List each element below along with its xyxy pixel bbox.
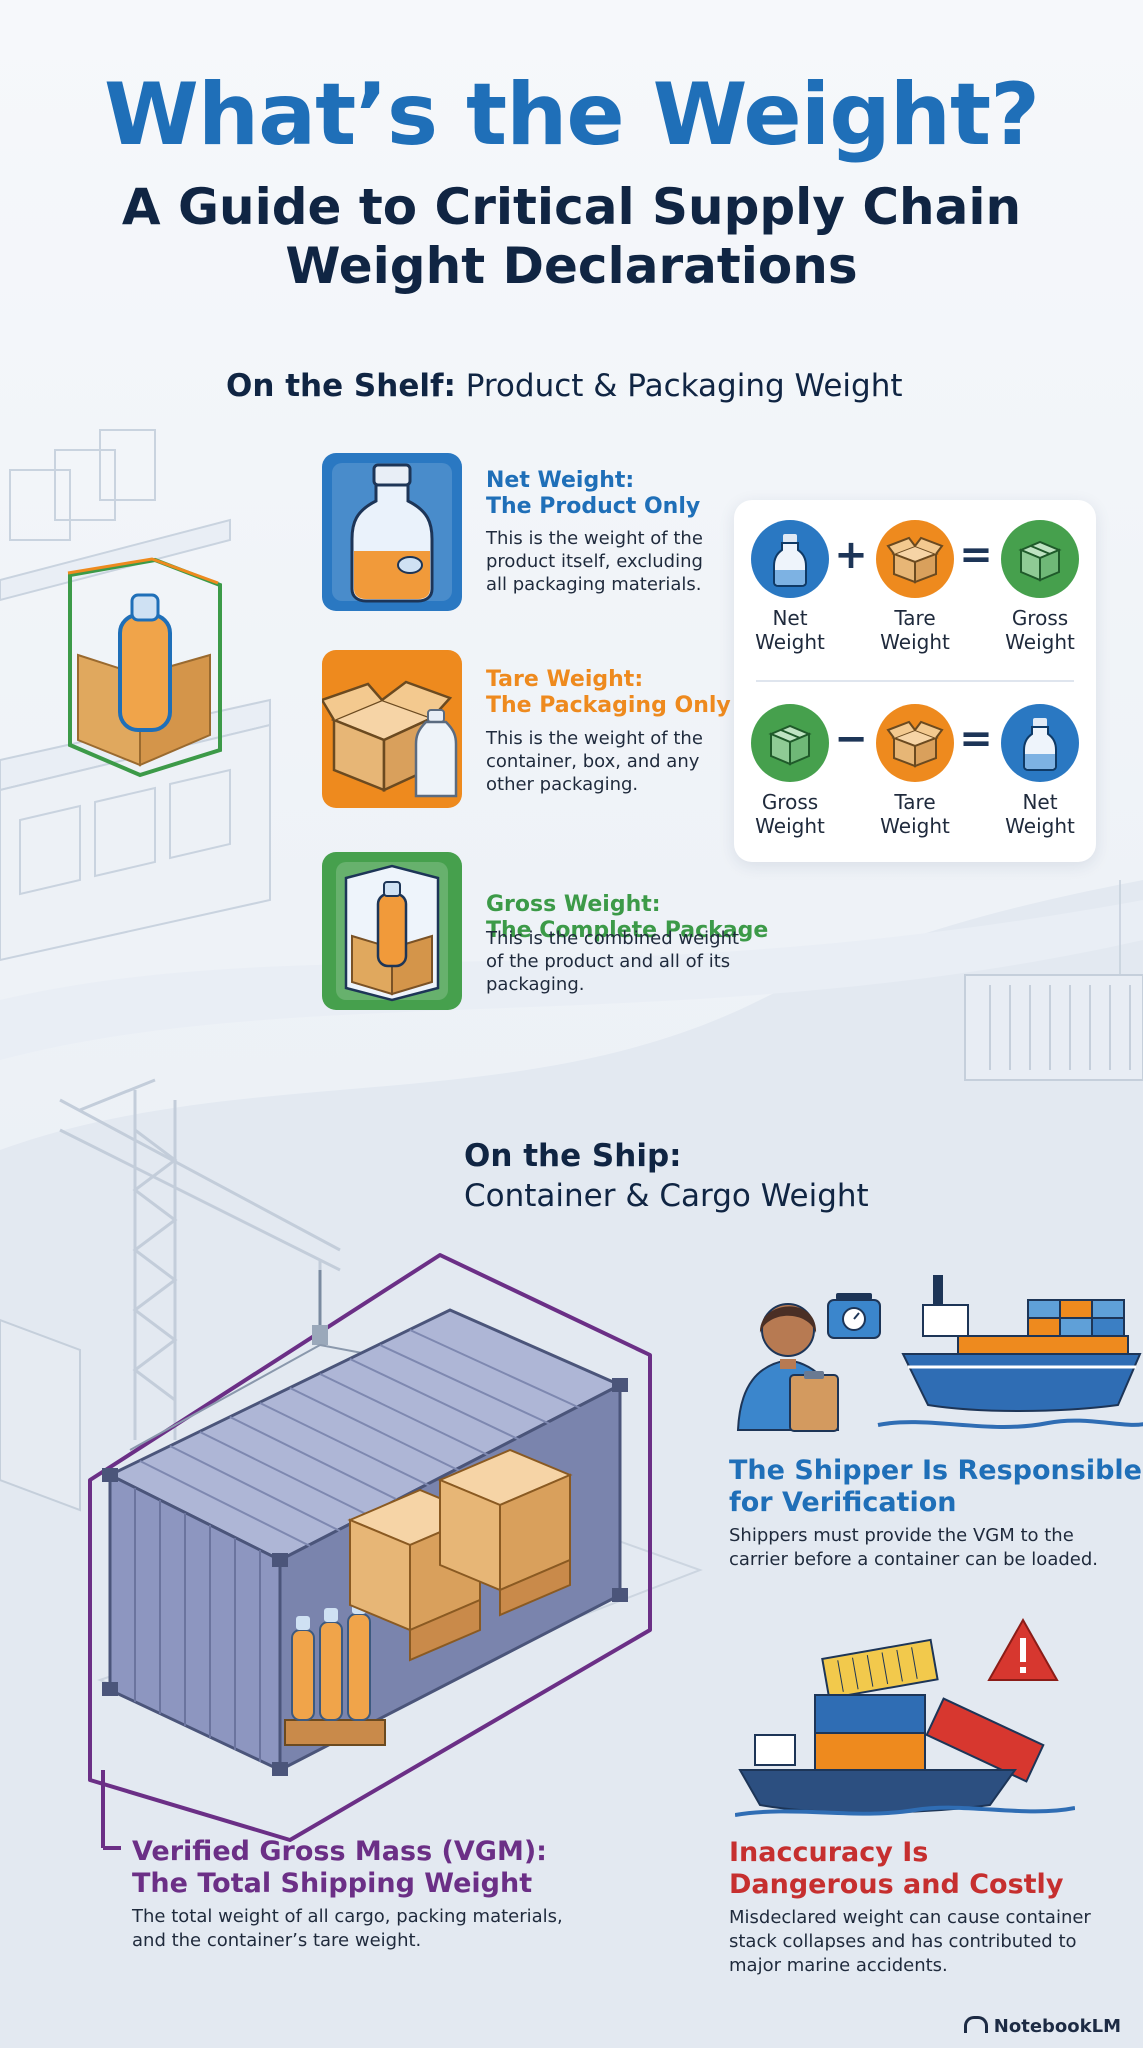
subtitle-line-1: A Guide to Critical Supply Chain [121, 178, 1022, 236]
danger-desc-line-1: Misdeclared weight can cause container [729, 1907, 1091, 1928]
tare-weight-title-line-1: Tare Weight: [486, 667, 644, 692]
tare-weight-desc-line-3: other packaging. [486, 774, 639, 796]
vgm-description: The total weight of all cargo, packing m… [132, 1905, 563, 1953]
net-weight-bottle-icon [1001, 704, 1079, 782]
gross-weight-description: This is the combined weight of the produ… [486, 927, 739, 996]
gross-weight-title-line-1: Gross Weight: [486, 892, 661, 917]
row1-gross-label: Gross Weight [980, 606, 1100, 654]
row2-tare-label: Tare Weight [855, 790, 975, 838]
shipper-title: The Shipper Is Responsible for Verificat… [729, 1455, 1142, 1520]
vgm-connector-line [101, 1770, 121, 1850]
row2-net-label: Net Weight [980, 790, 1100, 838]
gross-weight-desc-line-2: of the product and all of its [486, 951, 731, 973]
net-weight-desc-line-1: This is the weight of the [486, 528, 703, 549]
minus-operator: − [834, 716, 868, 762]
ship-section-heading: On the Ship: Container & Cargo Weight [464, 1137, 869, 1216]
subtitle-line-2: Weight Declarations [285, 237, 858, 295]
net-weight-title: Net Weight: The Product Only [486, 468, 700, 521]
box-and-bottle-icon [322, 680, 458, 798]
row2-gross-label-line-2: Weight [755, 814, 825, 838]
net-weight-desc-line-3: all packaging materials. [486, 574, 702, 596]
gross-weight-tile [322, 852, 462, 1010]
row1-gross-label-line-1: Gross [1011, 606, 1069, 630]
net-weight-tile [322, 453, 462, 611]
gross-weight-package-icon [1001, 520, 1079, 598]
gross-weight-desc-line-3: packaging. [486, 974, 585, 996]
danger-desc-line-2: stack collapses and has contributed to [729, 1930, 1077, 1952]
danger-description: Misdeclared weight can cause container s… [729, 1906, 1091, 1977]
shipper-description: Shippers must provide the VGM to the car… [729, 1524, 1098, 1572]
danger-title-line-1: Inaccuracy Is [729, 1837, 929, 1868]
net-weight-desc-line-2: product itself, excluding [486, 551, 703, 573]
tare-weight-title: Tare Weight: The Packaging Only [486, 667, 731, 720]
danger-title: Inaccuracy Is Dangerous and Costly [729, 1837, 1063, 1902]
packaged-bottle-icon [336, 862, 448, 1002]
notebooklm-logo-icon [963, 2016, 988, 2033]
net-weight-title-line-1: Net Weight: [486, 468, 635, 493]
container-collapse-illustration [735, 1617, 1075, 1817]
shipper-desc-line-2: carrier before a container can be loaded… [729, 1548, 1098, 1570]
danger-desc-line-3: major marine accidents. [729, 1954, 948, 1976]
ship-heading-line-2: Container & Cargo Weight [464, 1177, 869, 1214]
tare-weight-title-line-2: The Packaging Only [486, 693, 731, 719]
tare-weight-tile [322, 650, 462, 808]
gross-weight-title: Gross Weight: The Complete Package [486, 892, 768, 945]
weight-equation-card: + = Net Weight Tare Weight Gross Weight … [734, 500, 1096, 862]
row1-net-label-line-1: Net [772, 606, 808, 630]
shelf-section-heading: On the Shelf: Product & Packaging Weight [226, 368, 903, 404]
vgm-title: Verified Gross Mass (VGM): The Total Shi… [132, 1836, 547, 1901]
brand-label: NotebookLM [993, 2016, 1121, 2037]
row2-net-label-line-2: Weight [1005, 814, 1075, 838]
shipper-title-line-1: The Shipper Is Responsible [729, 1455, 1142, 1486]
row1-tare-label-line-1: Tare [894, 606, 936, 630]
net-weight-title-line-2: The Product Only [486, 494, 701, 520]
equals-operator: = [959, 532, 993, 578]
shipper-and-ship-illustration [736, 1275, 1143, 1432]
net-weight-bottle-icon [751, 520, 829, 598]
row2-tare-label-line-1: Tare [894, 790, 936, 814]
row1-tare-label-line-2: Weight [880, 630, 950, 654]
net-weight-description: This is the weight of the product itself… [486, 527, 703, 596]
danger-title-line-2: Dangerous and Costly [729, 1869, 1064, 1901]
page-subtitle: A Guide to Critical Supply Chain Weight … [0, 178, 1143, 296]
tare-weight-box-icon [876, 520, 954, 598]
plus-operator: + [834, 532, 868, 578]
shipper-desc-line-1: Shippers must provide the VGM to the [729, 1525, 1074, 1546]
ship-heading-line-1: On the Ship: [464, 1138, 682, 1174]
notebooklm-brand: NotebookLM [963, 2016, 1121, 2037]
row1-gross-label-line-2: Weight [1005, 630, 1075, 654]
bottle-icon [332, 463, 452, 603]
row1-tare-label: Tare Weight [855, 606, 975, 654]
row2-tare-label-line-2: Weight [880, 814, 950, 838]
vgm-desc-line-2: and the container’s tare weight. [132, 1929, 422, 1951]
vgm-title-line-1: Verified Gross Mass (VGM): [132, 1836, 547, 1867]
row1-net-label: Net Weight [730, 606, 850, 654]
row2-net-label-line-1: Net [1022, 790, 1058, 814]
shelf-heading-bold: On the Shelf: [226, 368, 456, 404]
gross-weight-package-icon [751, 704, 829, 782]
shelf-heading-rest: Product & Packaging Weight [455, 368, 903, 404]
gross-weight-desc-line-1: This is the combined weight [486, 928, 740, 949]
tare-weight-desc-line-1: This is the weight of the [486, 728, 703, 749]
shipper-title-line-2: for Verification [729, 1487, 957, 1519]
vgm-title-line-2: The Total Shipping Weight [132, 1868, 533, 1900]
tare-weight-description: This is the weight of the container, box… [486, 727, 703, 796]
gross-weight-title-line-2: The Complete Package [486, 918, 769, 944]
tare-weight-box-icon [876, 704, 954, 782]
row1-net-label-line-2: Weight [755, 630, 825, 654]
equation-divider [756, 680, 1074, 682]
row2-gross-label: Gross Weight [730, 790, 850, 838]
page-title: What’s the Weight? [103, 65, 1040, 165]
gross-package-illustration [67, 557, 222, 778]
row2-gross-label-line-1: Gross [761, 790, 819, 814]
vgm-desc-line-1: The total weight of all cargo, packing m… [132, 1906, 563, 1927]
equals-operator: = [959, 716, 993, 762]
tare-weight-desc-line-2: container, box, and any [486, 751, 700, 773]
shipping-container-illustration [88, 1253, 652, 1842]
